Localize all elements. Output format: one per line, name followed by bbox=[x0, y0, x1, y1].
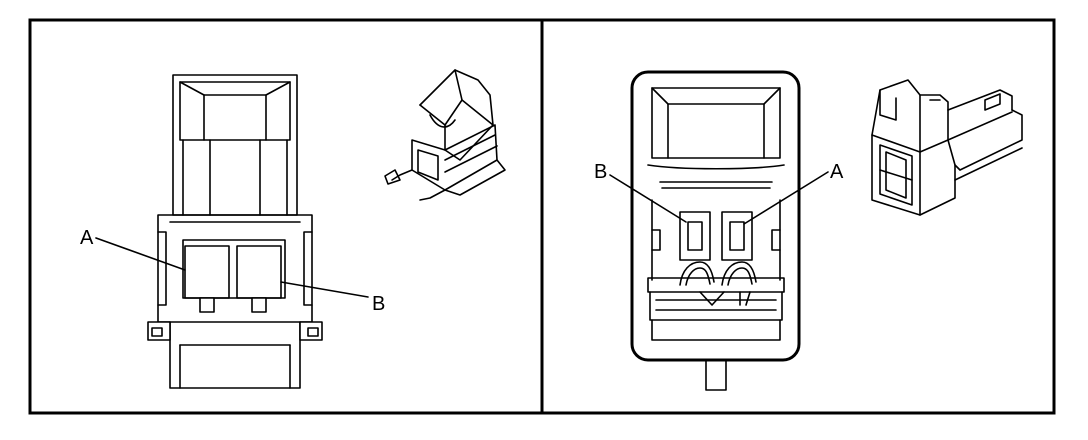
right-leader-a bbox=[743, 171, 829, 225]
right-callout-b: B bbox=[594, 161, 607, 183]
right-leader-b bbox=[609, 174, 687, 223]
left-callout-a: A bbox=[80, 227, 94, 249]
left-leader-b bbox=[280, 281, 369, 298]
left-callout-b: B bbox=[372, 293, 385, 315]
right-terminal-slot-b bbox=[687, 221, 703, 251]
right-connector-face bbox=[630, 70, 801, 391]
left-terminal-cavity-a bbox=[184, 245, 230, 299]
left-terminal-cavity-b bbox=[236, 245, 282, 299]
left-connector-isometric bbox=[384, 69, 506, 201]
right-terminal-slot-a bbox=[729, 221, 745, 251]
right-terminal-cavity-a bbox=[721, 211, 753, 261]
right-panel-frame bbox=[540, 18, 1056, 415]
left-connector-face bbox=[147, 74, 323, 389]
left-panel-frame bbox=[28, 18, 544, 415]
right-terminal-cavity-b bbox=[679, 211, 711, 261]
right-connector-isometric bbox=[871, 79, 1023, 216]
left-terminal-pin-b bbox=[251, 297, 267, 313]
right-callout-a: A bbox=[830, 161, 844, 183]
left-leader-a bbox=[95, 237, 186, 271]
left-terminal-pin-a bbox=[199, 297, 215, 313]
